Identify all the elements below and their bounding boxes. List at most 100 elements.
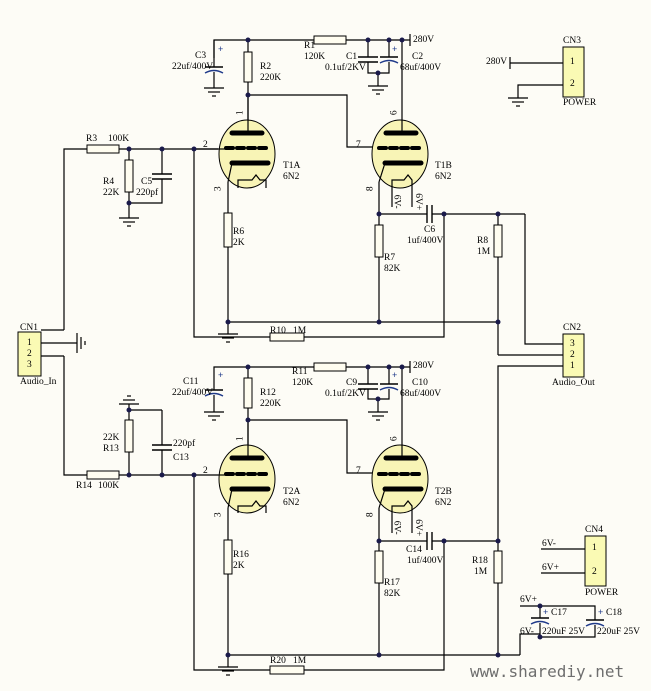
label-r14-value: 100K: [98, 481, 120, 491]
label-t1b-type: 6N2: [435, 172, 452, 182]
polarity-c3: +: [218, 44, 224, 54]
label-r10-value: 1M: [293, 326, 307, 336]
cn1-pin1: 1: [27, 338, 32, 348]
pin-t2a-grid: 2: [203, 466, 208, 476]
label-c10-ref: C10: [412, 378, 428, 388]
pin-t1b-plate: 6: [389, 110, 400, 116]
label-r1-ref: R1: [304, 41, 316, 51]
label-cn2-name: Audio_Out: [552, 378, 595, 388]
label-c18-value: 220uF 25V: [597, 627, 641, 637]
wire-cn1-pin3: [63, 356, 87, 476]
pin-t2a-plate: 1: [235, 436, 246, 442]
label-r10-ref: R10: [270, 326, 286, 336]
ground-t1a: [217, 327, 239, 343]
label-c17-ref: C17: [551, 608, 567, 618]
cn3-pin2: 2: [570, 79, 575, 89]
polarity-c11: +: [218, 370, 224, 380]
resistor-r18: [493, 550, 503, 584]
label-r14-ref: R14: [76, 481, 92, 491]
pin-t1a-grid: 2: [203, 140, 208, 150]
label-heater-neg: 6V-: [520, 627, 534, 637]
label-r17-value: 82K: [384, 589, 401, 599]
label-c9-ref: C9: [346, 378, 358, 388]
label-c2-ref: C2: [412, 52, 424, 62]
label-t1b-ref: T1B: [435, 161, 452, 171]
label-c17-value: 220uF 25V: [542, 627, 586, 637]
junction-dots: [126, 37, 543, 658]
watermark: www.sharediy.net: [470, 662, 625, 681]
label-c3-ref: C3: [195, 51, 207, 61]
label-r11-value: 120K: [292, 378, 314, 388]
pin-t2b-plate: 6: [389, 436, 400, 442]
label-c13-ref: C13: [173, 453, 189, 463]
heater-t1b-neg: 6V-: [391, 194, 402, 209]
label-r16-ref: R16: [233, 550, 249, 560]
polarity-c17: +: [543, 607, 549, 617]
polarity-c18: +: [598, 607, 604, 617]
resistor-r16: [223, 539, 233, 575]
ground-c11: [203, 405, 225, 421]
label-r18-ref: R18: [472, 556, 488, 566]
label-r13-ref: R13: [103, 444, 119, 454]
label-t2b-ref: T2B: [435, 487, 452, 497]
label-cn3-ref: CN3: [563, 36, 581, 46]
wire-top-bplus: [213, 39, 314, 58]
label-r3-ref: R3: [86, 134, 98, 144]
label-cn4-name: POWER: [585, 588, 619, 598]
label-r2-value: 220K: [260, 73, 282, 83]
label-c11-ref: C11: [183, 377, 199, 387]
label-r16-value: 2K: [233, 561, 245, 571]
label-cn4-net2: 6V+: [542, 563, 559, 573]
label-cn3-name: POWER: [563, 98, 597, 108]
label-t2a-type: 6N2: [283, 498, 300, 508]
resistor-r13: [124, 419, 134, 453]
label-cn4-ref: CN4: [585, 525, 603, 535]
resistor-r8: [493, 224, 503, 258]
polarity-c2: +: [392, 44, 398, 54]
label-cn4-net1: 6V-: [542, 539, 556, 549]
pin-t2a-cathode: 3: [213, 512, 224, 518]
heater-t2b-pos: 6V+: [413, 519, 424, 537]
label-t2a-ref: T2A: [283, 487, 301, 497]
label-r4-value: 22K: [103, 188, 120, 198]
resistor-r6: [223, 212, 233, 248]
heater-t1b-pos: 6V+: [413, 193, 424, 211]
label-heater-pos: 6V+: [520, 595, 537, 605]
label-r7-ref: R7: [384, 253, 396, 263]
label-r1-value: 120K: [304, 52, 326, 62]
label-cn3-net: 280V: [486, 57, 508, 67]
label-r6-value: 2K: [233, 238, 245, 248]
wire-cn1-pin1: [63, 148, 87, 330]
label-c11-value: 22uf/400V: [172, 388, 214, 398]
tube-t1b: [371, 119, 429, 189]
pin-t2b-cathode: 8: [365, 512, 376, 518]
connector-cn3: [562, 46, 585, 98]
ground-c9-c10: [367, 405, 389, 421]
wire-t1a-plate-to-t1b-grid: [248, 94, 374, 148]
label-c14-value: 1uf/400V: [407, 556, 444, 566]
ground-r4: [118, 211, 140, 227]
label-cn1-name: Audio_In: [20, 377, 57, 387]
label-r6-ref: R6: [233, 227, 245, 237]
label-t1a-ref: T1A: [283, 161, 301, 171]
label-r12-ref: R12: [260, 388, 276, 398]
pin-t1a-cathode: 3: [213, 186, 224, 192]
cn2-pin3: 3: [570, 339, 575, 349]
label-r18-value: 1M: [474, 567, 488, 577]
pin-t1b-grid: 7: [356, 140, 361, 150]
cn2-pin1: 1: [570, 361, 575, 371]
label-c6-ref: C6: [424, 225, 436, 235]
label-c5-value: 220pf: [136, 188, 159, 198]
ground-cn3: [507, 91, 529, 107]
label-cn1-ref: CN1: [20, 323, 38, 333]
connector-cn1: [17, 331, 42, 377]
label-c2-value: 68uf/400V: [400, 63, 442, 73]
ground-c3: [203, 81, 225, 97]
label-hv-bottom: 280V: [413, 361, 435, 371]
resistor-r17: [374, 550, 384, 584]
label-r3-value: 100K: [108, 134, 130, 144]
label-c1-ref: C1: [346, 52, 358, 62]
ground-c1-c2: [367, 79, 389, 95]
